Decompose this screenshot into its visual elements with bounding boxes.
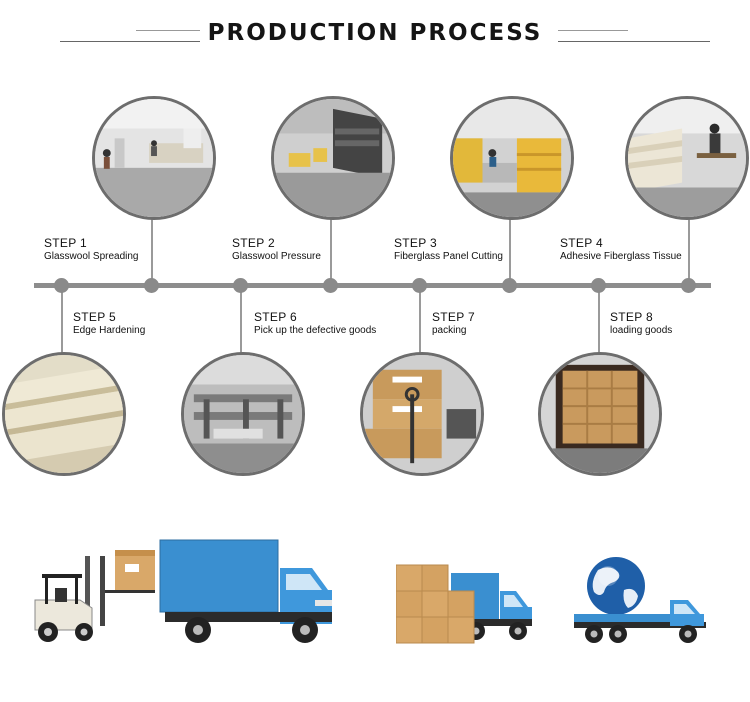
cargo-truck-icon — [396, 564, 532, 644]
box-truck-icon — [159, 539, 332, 643]
timeline-bar — [34, 283, 711, 288]
step-4-title: STEP 4 — [560, 236, 603, 250]
cargo-truck-illustration — [396, 564, 532, 644]
step-6-desc: Pick up the defective goods — [254, 325, 377, 336]
globe-truck-illustration — [574, 557, 706, 643]
timeline-dot — [323, 278, 338, 293]
step-2-desc: Glasswool Pressure — [232, 251, 321, 262]
page-title: PRODUCTION PROCESS — [207, 20, 543, 46]
forklift-truck-illustration — [34, 539, 332, 643]
step-7-desc: packing — [432, 325, 467, 336]
stem-step-7 — [419, 286, 421, 354]
step-5-title: STEP 5 — [73, 310, 116, 324]
timeline-dot — [502, 278, 517, 293]
step-4-photo — [625, 96, 749, 220]
title-rule-right — [558, 41, 710, 42]
step-8-desc: loading goods — [610, 325, 673, 336]
timeline-dot — [54, 278, 69, 293]
stem-step-4 — [688, 214, 690, 284]
timeline-dot — [412, 278, 427, 293]
step-3-desc: Fiberglass Panel Cutting — [394, 251, 503, 262]
step-8-photo — [538, 352, 662, 476]
stem-step-5 — [61, 286, 63, 354]
step-6-photo — [181, 352, 305, 476]
step-5-photo — [2, 352, 126, 476]
globe-truck-icon — [574, 557, 706, 643]
timeline-dot — [144, 278, 159, 293]
stem-step-3 — [509, 214, 511, 284]
step-1-photo — [92, 96, 216, 220]
header: PRODUCTION PROCESS — [0, 0, 750, 60]
step-1-desc: Glasswool Spreading — [44, 251, 139, 262]
title-rule-right-short — [558, 30, 628, 31]
stem-step-6 — [240, 286, 242, 354]
stem-step-1 — [151, 214, 153, 284]
step-2-title: STEP 2 — [232, 236, 275, 250]
step-1-title: STEP 1 — [44, 236, 87, 250]
step-8-title: STEP 8 — [610, 310, 653, 324]
forklift-icon — [34, 550, 155, 642]
step-7-photo — [360, 352, 484, 476]
step-6-title: STEP 6 — [254, 310, 297, 324]
timeline-dot — [681, 278, 696, 293]
step-5-desc: Edge Hardening — [73, 325, 146, 336]
step-4-desc: Adhesive Fiberglass Tissue — [560, 251, 682, 262]
timeline-dot — [591, 278, 606, 293]
stem-step-8 — [598, 286, 600, 354]
step-3-photo — [450, 96, 574, 220]
title-rule-left-short — [136, 30, 200, 31]
step-3-title: STEP 3 — [394, 236, 437, 250]
timeline-dot — [233, 278, 248, 293]
title-rule-left — [60, 41, 200, 42]
step-2-photo — [271, 96, 395, 220]
stem-step-2 — [330, 214, 332, 284]
step-7-title: STEP 7 — [432, 310, 475, 324]
